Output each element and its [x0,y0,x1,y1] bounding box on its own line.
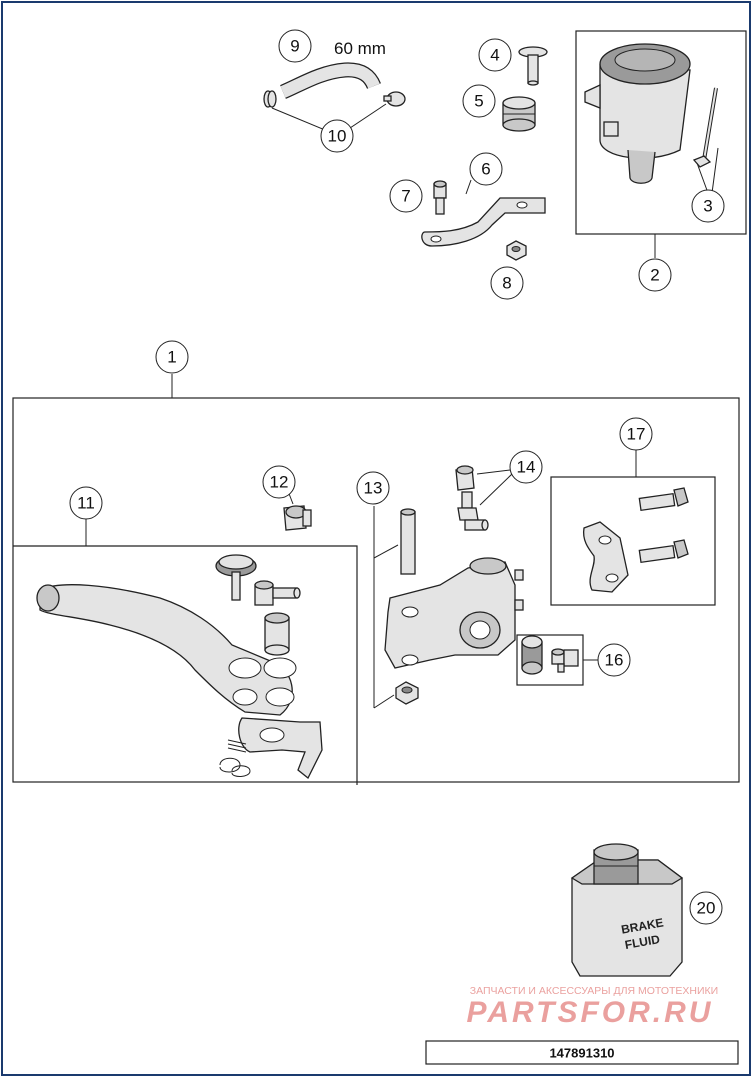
callout-6: 6 [469,152,503,186]
master-cylinder-assembly-box [12,397,740,783]
brake-lever-part [36,584,297,716]
callout-4: 4 [478,38,512,72]
svg-text:5: 5 [474,92,483,111]
lever-bushing-part [264,612,290,656]
lever-assembly-box [13,545,358,785]
svg-text:16: 16 [605,651,624,670]
handlebar-clamp-part [582,521,629,593]
cap-screw-part [518,46,548,86]
drawing-number: 147891310 [549,1046,614,1061]
bleeder-valve-part [457,491,489,531]
svg-text:1: 1 [167,348,176,367]
clamp-bolt-part [638,487,689,564]
callout-11: 11 [69,486,103,520]
callout-12: 12 [262,465,296,499]
callout-1: 1 [155,340,189,374]
hose-part [280,62,381,99]
callout-7: 7 [389,179,423,213]
lever-adjuster-knob-part [215,554,257,601]
pivot-bolt-part [400,508,416,575]
svg-text:12: 12 [270,473,289,492]
hose-clamp-part [263,90,406,108]
callout-20: 20 [689,891,723,925]
callout-8: 8 [490,266,524,300]
dust-boot-part [283,505,312,531]
lever-circlip-part [219,757,251,777]
lever-pivot-pin-part [254,580,301,606]
svg-text:8: 8 [502,274,511,293]
watermark-logo: PARTSFOR.RU [467,996,714,1029]
pivot-nut-part [395,681,419,705]
hose-fitting-part [551,648,579,673]
brake-fluid-bottle-part: BRAKE FLUID [570,843,684,977]
watermark: ЗАПЧАСТИ И АКСЕССУАРЫ ДЛЯ МОТОТЕХНИКИ PA… [467,985,719,1029]
lever-blade-part [238,717,323,780]
callout-13: 13 [356,471,390,505]
lever-spring-part [227,739,247,753]
svg-text:14: 14 [517,458,536,477]
bottle-label-line2: FLUID [624,932,662,952]
drawing-number-box [425,1040,739,1065]
callout-5: 5 [462,84,496,118]
callout-10: 10 [320,119,354,153]
svg-text:3: 3 [703,197,712,216]
svg-text:7: 7 [401,187,410,206]
callout-3: 3 [691,189,725,223]
reservoir-screw-part [692,87,718,168]
callout-16: 16 [597,643,631,677]
svg-text:4: 4 [490,46,499,65]
brake-fluid-reservoir-part [584,43,691,184]
svg-text:11: 11 [77,494,95,513]
svg-text:13: 13 [364,479,383,498]
watermark-tagline: ЗАПЧАСТИ И АКСЕССУАРЫ ДЛЯ МОТОТЕХНИКИ [470,985,718,997]
bracket-screw-part [433,180,447,215]
svg-text:6: 6 [481,160,490,179]
callout-9: 9 [278,29,312,63]
reservoir-bracket-part [421,197,546,247]
svg-text:20: 20 [697,899,716,918]
callout-17: 17 [619,417,653,451]
bleeder-cap-part [455,465,475,491]
svg-text:17: 17 [627,425,646,444]
svg-text:10: 10 [328,127,347,146]
hose-length-label: 60 mm [334,39,386,58]
svg-text:9: 9 [290,37,299,56]
bracket-nut-part [506,240,527,261]
piston-seal-part [521,635,543,675]
grommet-part [502,96,536,132]
reservoir-assembly-box [575,30,747,235]
callout-14: 14 [509,450,543,484]
svg-text:2: 2 [650,266,659,285]
master-cylinder-body-part [384,557,524,669]
callout-2: 2 [638,258,672,292]
handlebar-clamp-box [550,476,716,606]
